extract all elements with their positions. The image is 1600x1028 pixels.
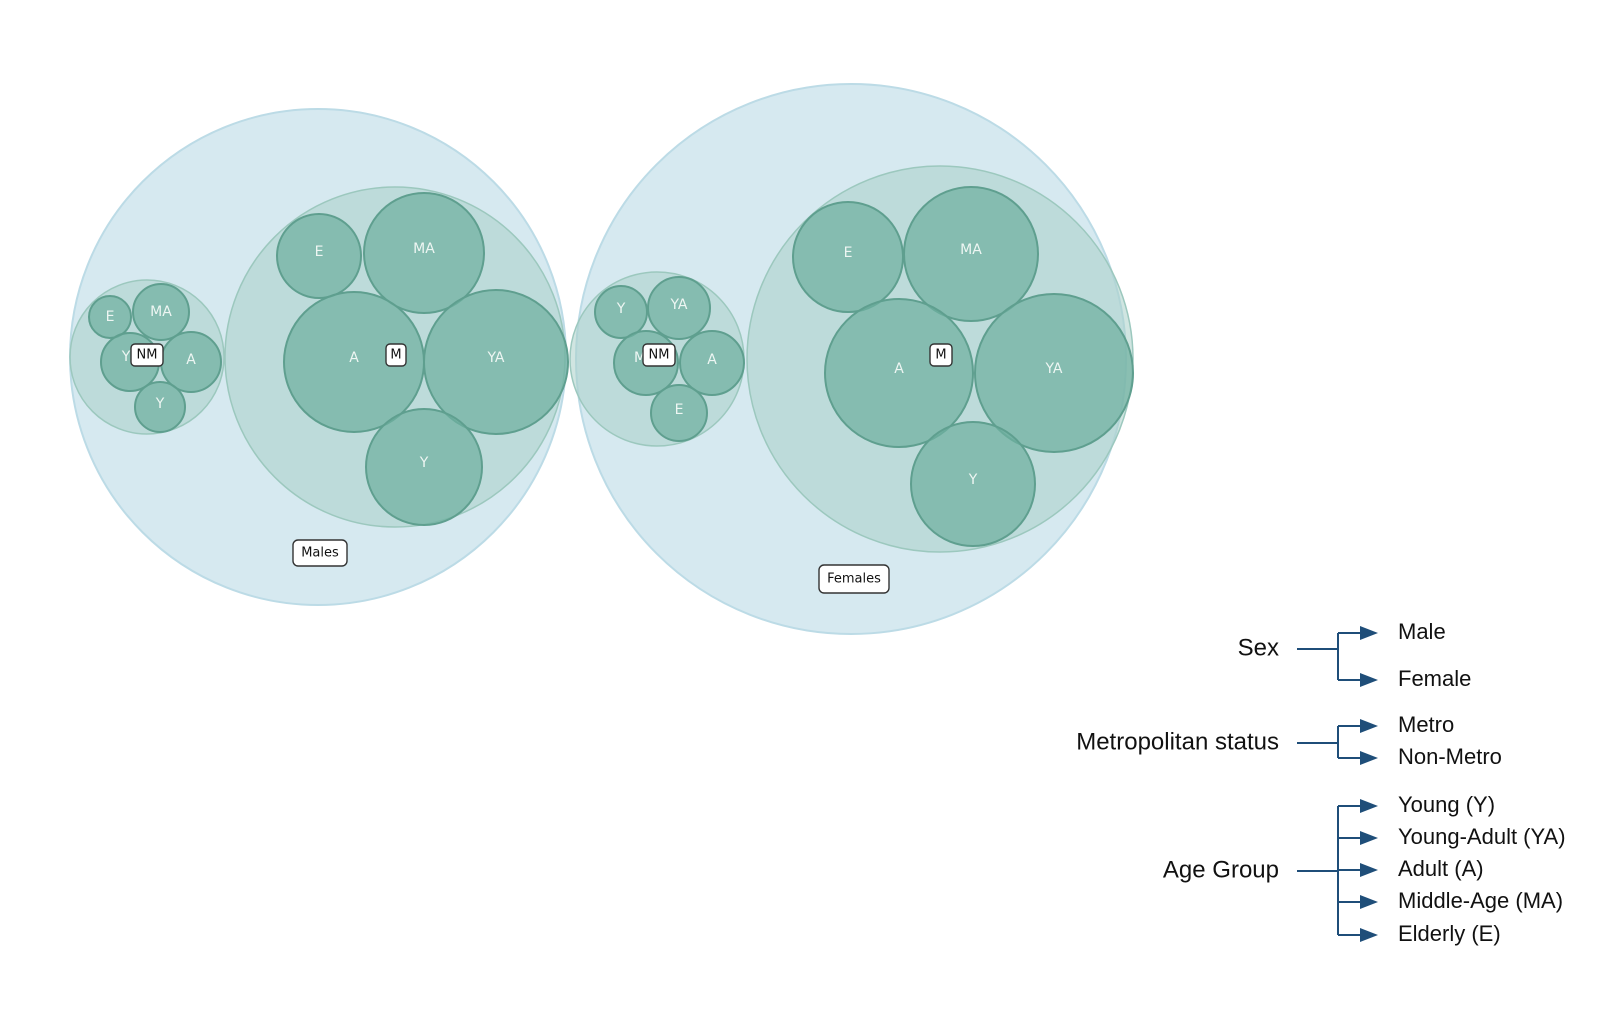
legend-connector [1297, 806, 1339, 935]
sex-tag-box [292, 539, 348, 567]
age-label: MA [150, 304, 172, 320]
age-circle [363, 192, 485, 314]
sex-group-females: Y YA M A E NM E MA A YA Y M [569, 83, 1134, 635]
legend-heading: Metropolitan status [1076, 728, 1279, 755]
age-circle [88, 295, 132, 339]
age-circle [792, 201, 904, 313]
age-label: E [844, 245, 853, 261]
legend-connector [1297, 633, 1339, 680]
metro-group-females-metro: E MA A YA Y M [746, 165, 1134, 553]
age-label: Y [419, 455, 429, 471]
legend-item: Elderly (E) [1398, 921, 1501, 946]
age-label: E [315, 244, 324, 260]
age-circle [423, 289, 569, 435]
legend-heading: Sex [1238, 634, 1279, 661]
metro-tag-label: NM [137, 348, 158, 363]
age-circle [910, 421, 1036, 547]
arrowhead-icon [1360, 751, 1378, 765]
legend-section-age: Age Group Young (Y) Young-Adult (YA) Adu… [1163, 792, 1566, 946]
metro-group-males-nonmetro: E MA Y A Y NM [69, 279, 225, 435]
legend-connector [1297, 726, 1339, 758]
metro-tag-label: M [935, 348, 946, 363]
arrowhead-icon [1360, 863, 1378, 877]
arrowhead-icon [1360, 895, 1378, 909]
age-circle [903, 186, 1039, 322]
sex-tag-label: Males [301, 546, 339, 561]
metro-tag-label: M [390, 348, 401, 363]
sex-tag-box [818, 564, 890, 594]
age-circle [365, 408, 483, 526]
age-label: E [675, 402, 684, 418]
legend-item: Female [1398, 666, 1471, 691]
age-label: Y [155, 396, 165, 412]
age-circle [974, 293, 1134, 453]
hierarchy-legend: Sex Male Female Metropolitan status Metr… [1076, 619, 1565, 946]
age-circle [824, 298, 974, 448]
metro-tag-box [929, 343, 953, 367]
age-label: YA [669, 297, 687, 313]
arrowhead-icon [1360, 673, 1378, 687]
age-label: MA [413, 241, 435, 257]
legend-item: Young-Adult (YA) [1398, 824, 1566, 849]
age-label: A [186, 352, 196, 368]
age-label: YA [486, 350, 504, 366]
metro-tag-box [130, 343, 164, 367]
arrowhead-icon [1360, 799, 1378, 813]
arrowhead-icon [1360, 928, 1378, 942]
sex-tag-label: Females [827, 572, 881, 587]
age-label: E [106, 309, 115, 325]
age-circle [679, 330, 745, 396]
sex-group-males: E MA Y A Y NM E MA A YA Y M [69, 108, 569, 606]
legend-item: Male [1398, 619, 1446, 644]
age-circle [594, 285, 648, 339]
metro-group-males-metro: E MA A YA Y M [224, 186, 569, 528]
legend-section-metro: Metropolitan status Metro Non-Metro [1076, 712, 1502, 769]
age-label: Y [616, 301, 626, 317]
legend-item: Young (Y) [1398, 792, 1495, 817]
metro-tag-label: NM [649, 348, 670, 363]
age-label: A [707, 352, 717, 368]
age-circle [276, 213, 362, 299]
metro-tag-box [642, 343, 676, 367]
age-label: Y [121, 349, 131, 365]
age-circle [134, 381, 186, 433]
age-circle [132, 283, 190, 341]
age-label: A [894, 361, 904, 377]
arrowhead-icon [1360, 626, 1378, 640]
legend-item: Metro [1398, 712, 1454, 737]
age-circle [650, 384, 708, 442]
age-label: A [349, 350, 359, 366]
legend-item: Adult (A) [1398, 856, 1484, 881]
age-label: Y [968, 472, 978, 488]
age-label: YA [1044, 361, 1062, 377]
metro-group-females-nonmetro: Y YA M A E NM [569, 271, 745, 447]
arrowhead-icon [1360, 831, 1378, 845]
arrowhead-icon [1360, 719, 1378, 733]
metro-tag-box [385, 343, 407, 367]
legend-section-sex: Sex Male Female [1238, 619, 1472, 691]
age-circle [647, 276, 711, 340]
legend-item: Middle-Age (MA) [1398, 888, 1563, 913]
age-label: MA [960, 242, 982, 258]
legend-heading: Age Group [1163, 856, 1279, 883]
legend-item: Non-Metro [1398, 744, 1502, 769]
